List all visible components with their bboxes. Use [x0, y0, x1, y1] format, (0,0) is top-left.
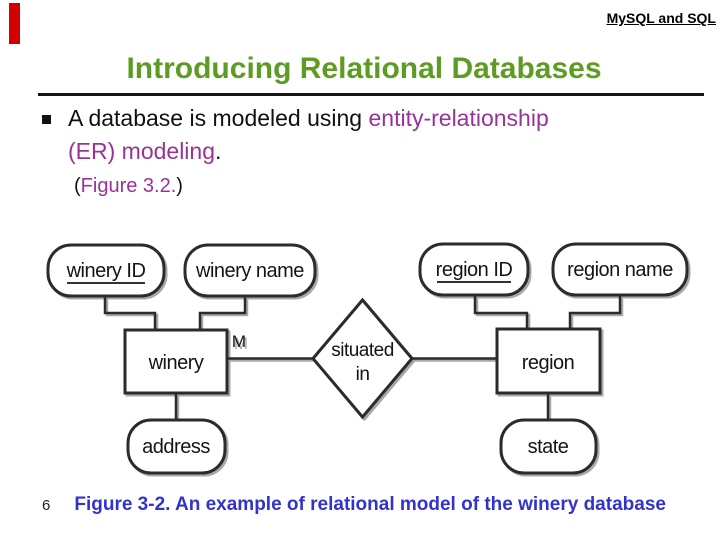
- attribute-label-state: state: [528, 436, 569, 458]
- cardinality-label-m: M: [232, 332, 246, 351]
- figure-ref-open-paren: (: [74, 175, 81, 197]
- slide-number: 6: [42, 497, 51, 514]
- er-diagram-canvas: winery ID winery name region ID region n…: [46, 242, 689, 475]
- connector-wineryname-winery: [198, 296, 247, 330]
- attribute-oval-state: [499, 418, 598, 475]
- connector-regionid-region: [473, 295, 529, 329]
- connector-regionname-region: [568, 295, 622, 329]
- attribute-label-region-id: region ID: [436, 259, 513, 281]
- entity-label-winery: winery: [148, 352, 204, 374]
- bullet-text-plain: A database is modeled using: [68, 105, 369, 131]
- figure-reference: (Figure 3.2.): [74, 175, 183, 198]
- attribute-label-winery-name: winery name: [195, 260, 304, 282]
- page-title: Introducing Relational Databases: [126, 52, 602, 85]
- bullet-item: A database is modeled using entity-relat…: [42, 102, 682, 168]
- bullet-square-icon: [42, 115, 51, 124]
- entity-box-winery: [123, 328, 229, 395]
- figure-ref-close-paren: ): [176, 175, 183, 197]
- attribute-oval-address: [126, 418, 227, 475]
- bullet-text-highlight-2: (ER) modeling: [68, 138, 215, 164]
- attribute-label-winery-id: winery ID: [66, 260, 146, 282]
- connector-wineryid-winery: [103, 296, 157, 330]
- figure-caption: Figure 3-2. An example of relational mod…: [74, 494, 666, 515]
- relationship-label-line1: situated: [331, 340, 394, 361]
- figure-ref-link: Figure 3.2.: [80, 175, 177, 197]
- attribute-label-address: address: [142, 436, 210, 458]
- entity-box-region: [495, 327, 602, 395]
- bullet-text-highlight-1: entity-relationship: [368, 105, 549, 131]
- attribute-label-region-name: region name: [567, 259, 673, 281]
- header-course-label[interactable]: MySQL and SQL: [606, 10, 716, 26]
- er-diagram: winery ID winery name region ID region n…: [35, 232, 705, 482]
- slide-footer: 6 Figure 3-2. An example of relational m…: [42, 494, 708, 516]
- bullet-text-period: .: [215, 138, 222, 164]
- relationship-label-line2: in: [356, 364, 370, 385]
- entity-label-region: region: [522, 352, 575, 374]
- red-accent-bar: [9, 3, 20, 44]
- bullet-text: A database is modeled using entity-relat…: [68, 102, 682, 168]
- title-divider: [38, 93, 704, 96]
- attribute-oval-region-name: [551, 242, 689, 297]
- attribute-oval-winery-name: [183, 243, 317, 298]
- relationship-diamond-situated-in: [311, 297, 414, 420]
